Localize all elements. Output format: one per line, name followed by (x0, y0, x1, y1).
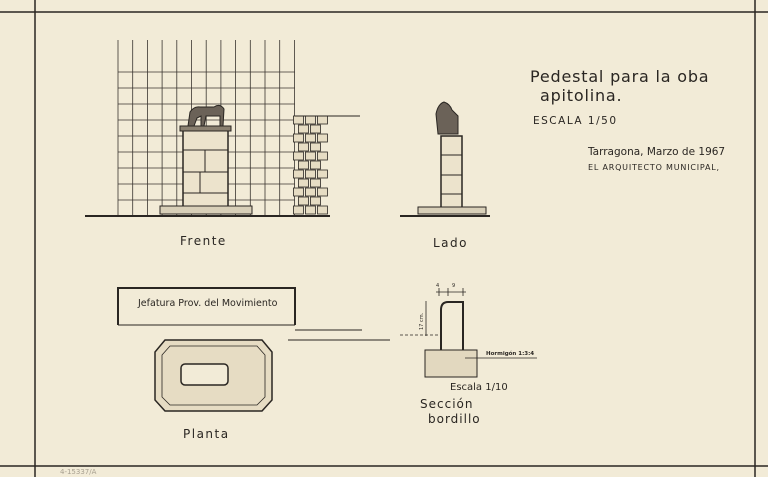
side-elevation (400, 101, 490, 217)
drawing-title-line1: Pedestal para la oba (530, 67, 709, 86)
dim-b: 9 (452, 283, 455, 289)
dim-a: 4 (436, 283, 439, 289)
material-label: Hormigón 1:3:4 (486, 350, 534, 357)
drawing-title-line2: apitolina. (540, 86, 622, 105)
section-scale: Escala 1/10 (450, 382, 508, 393)
front-view-label: Frente (180, 234, 227, 248)
side-view-label: Lado (433, 236, 468, 250)
plan-view-label: Planta (183, 427, 230, 441)
wolf-statue-side-icon (435, 101, 459, 135)
place-date: Tarragona, Marzo de 1967 (587, 146, 725, 158)
wolf-statue-icon (187, 104, 225, 127)
section-title-1: Sección (420, 397, 473, 411)
archive-stamp: 4-15337/A (60, 468, 97, 476)
section-title-2: bordillo (428, 412, 481, 426)
signature-line: EL ARQUITECTO MUNICIPAL, (588, 163, 720, 172)
plan-view (117, 287, 390, 412)
curb-section (400, 288, 537, 378)
dim-height: 17 cm. (419, 312, 425, 330)
drawing-scale: ESCALA 1/50 (533, 115, 618, 127)
plan-building-label: Jefatura Prov. del Movimiento (137, 298, 278, 309)
front-elevation (85, 40, 360, 217)
